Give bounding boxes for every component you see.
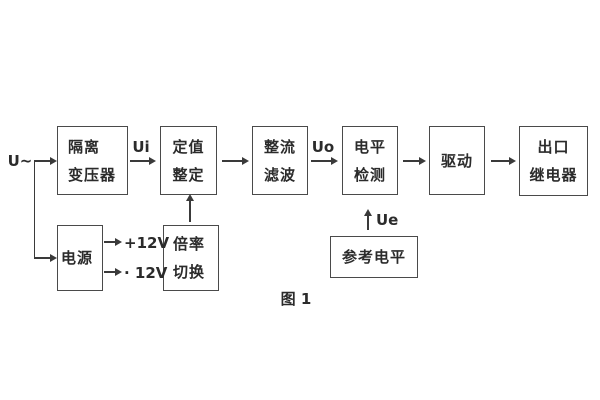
block-rectify-filter-line2: 滤波 (263, 165, 296, 184)
block-reference-level-label: 参考电平 (341, 248, 406, 266)
block-drive-label: 驱动 (440, 151, 473, 170)
block-value-setting-line1: 定值 (172, 137, 205, 156)
label-minus12v: · 12V (124, 264, 168, 282)
block-reference-level: 参考电平 (330, 236, 418, 278)
figure-caption: 图 1 (280, 290, 312, 308)
block-isolation-transformer-line1: 隔离 (68, 137, 101, 156)
block-exit-relay-line2: 继电器 (529, 166, 578, 184)
block-ratio-switch: 倍率 切换 (163, 225, 219, 291)
block-isolation-transformer: 隔离 变压器 (57, 126, 128, 195)
block-level-detect-line2: 检测 (353, 165, 386, 184)
block-power: 电源 (57, 225, 103, 291)
input-feed-vertical-line (33, 161, 36, 258)
arrow-power-plus12 (104, 241, 115, 243)
arrow-level-to-drive (403, 160, 419, 162)
arrow-ui-transformer-to-setting (130, 160, 149, 162)
block-value-setting: 定值 整定 (160, 126, 217, 195)
arrow-setting-to-rectifier (222, 160, 242, 162)
block-ratio-switch-line2: 切换 (173, 263, 206, 281)
block-exit-relay-line1: 出口 (537, 138, 570, 156)
arrow-power-minus12 (104, 271, 115, 273)
label-ui: Ui (132, 138, 150, 156)
block-rectify-filter: 整流 滤波 (252, 126, 308, 195)
block-level-detect: 电平 检测 (342, 126, 398, 195)
arrow-ue-reference-to-level (367, 216, 369, 230)
arrow-ratio-to-setting (189, 201, 191, 222)
label-uo: Uo (311, 138, 335, 156)
block-exit-relay: 出口 继电器 (519, 126, 588, 196)
arrow-drive-to-relay (491, 160, 509, 162)
arrow-uo-rectifier-to-level (311, 160, 331, 162)
block-rectify-filter-line1: 整流 (263, 137, 296, 156)
block-level-detect-line1: 电平 (353, 137, 386, 156)
block-isolation-transformer-line2: 变压器 (68, 165, 117, 184)
block-value-setting-line2: 整定 (172, 165, 205, 184)
block-power-label: 电源 (61, 249, 94, 267)
label-input-voltage: U~ (7, 152, 33, 170)
block-ratio-switch-line1: 倍率 (173, 235, 206, 253)
arrow-input-to-transformer (34, 160, 50, 162)
arrow-input-to-power (34, 257, 50, 259)
block-drive: 驱动 (429, 126, 485, 195)
label-ue: Ue (376, 211, 399, 229)
label-plus12v: +12V (124, 234, 170, 252)
